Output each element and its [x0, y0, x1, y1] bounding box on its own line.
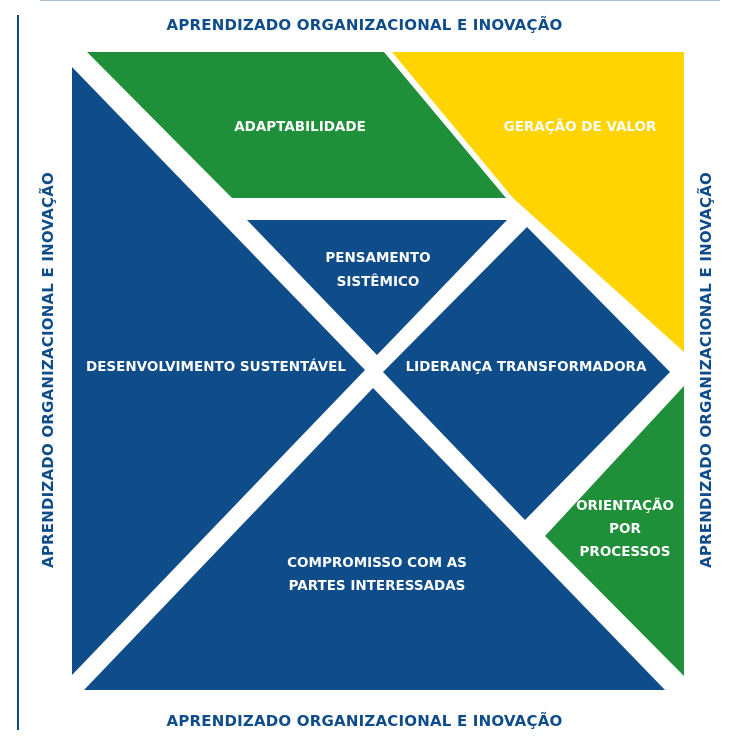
label-compromisso-line2: PARTES INTERESSADAS: [289, 578, 466, 594]
label-orientacao-line3: PROCESSOS: [580, 544, 671, 560]
edge-label-top: APRENDIZADO ORGANIZACIONAL E INOVAÇÃO: [166, 16, 563, 34]
piece-geracao-de-valor: [392, 52, 684, 352]
piece-lideranca-transformadora: [383, 227, 670, 520]
piece-desenvolvimento-sustentavel: [72, 67, 365, 675]
label-pensamento-line1: PENSAMENTO: [325, 250, 430, 266]
label-adaptabilidade: ADAPTABILIDADE: [234, 119, 366, 135]
piece-pensamento-sistemico: [247, 220, 507, 355]
edge-label-bottom: APRENDIZADO ORGANIZACIONAL E INOVAÇÃO: [166, 712, 563, 730]
label-orientacao-line2: POR: [609, 521, 641, 537]
label-orientacao-line1: ORIENTAÇÃO: [576, 497, 674, 514]
label-desenvolvimento-sustentavel: DESENVOLVIMENTO SUSTENTÁVEL: [86, 358, 346, 375]
piece-orientacao-por-processos: [545, 386, 684, 676]
label-pensamento-line2: SISTÊMICO: [337, 273, 420, 290]
edge-label-left: APRENDIZADO ORGANIZACIONAL E INOVAÇÃO: [39, 172, 57, 568]
piece-compromisso-partes-interessadas: [84, 388, 665, 690]
label-geracao-de-valor: GERAÇÃO DE VALOR: [504, 118, 657, 135]
edge-label-right: APRENDIZADO ORGANIZACIONAL E INOVAÇÃO: [697, 172, 715, 568]
label-lideranca-transformadora: LIDERANÇA TRANSFORMADORA: [406, 359, 647, 375]
label-compromisso-line1: COMPROMISSO COM AS: [287, 555, 467, 571]
piece-adaptabilidade: [87, 52, 506, 198]
